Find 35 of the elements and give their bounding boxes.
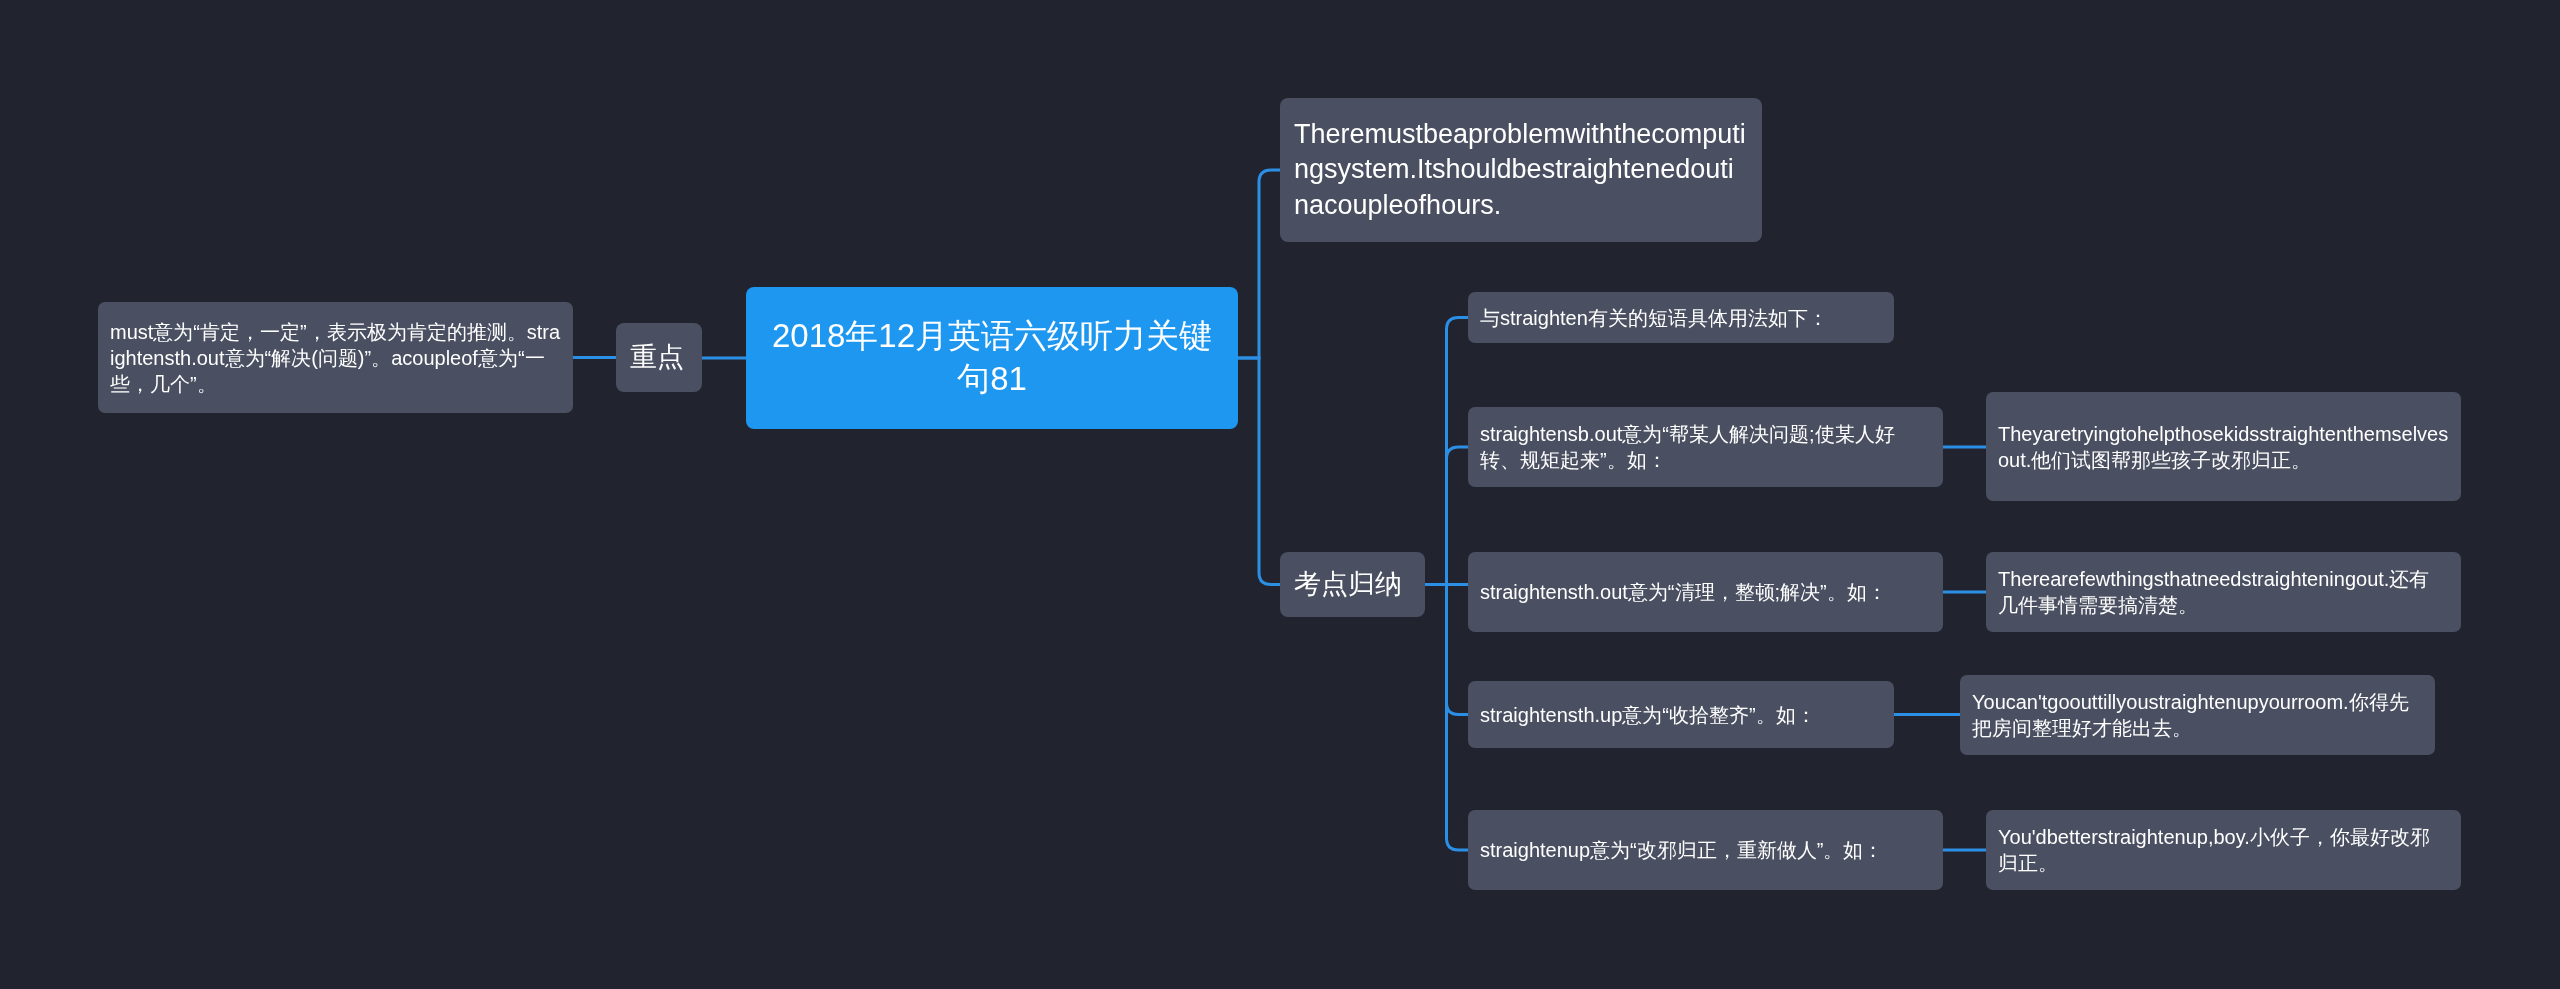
node-box — [1986, 552, 2461, 632]
node-box — [616, 323, 702, 392]
node-text: 重点 — [630, 340, 685, 374]
connector-line — [702, 356, 746, 360]
node-box — [1468, 552, 1943, 632]
node-box — [1986, 810, 2461, 890]
node-text: must意为“肯定，一定”，表示极为肯定的推测。straightensth.out意为“解决(问题)”。acoupleof意为“一些，几个”。 — [110, 319, 561, 397]
node-box — [1280, 98, 1762, 242]
node-text: straightenup意为“改邪归正，重新做人”。如： — [1480, 838, 1885, 863]
node-text: straightensth.up意为“收拾整齐”。如： — [1480, 702, 1817, 728]
node-text: 2018年12月英语六级听力关键句81 — [770, 316, 1214, 399]
node-text: Youcan'tgoouttillyoustraightenupyourroom.你得先把房间整理好才能出去。 — [1972, 690, 2410, 741]
node-text: straightensth.out意为“清理，整顿;解决”。如： — [1480, 580, 1888, 605]
node-text: straightensb.out意为“帮某人解决问题;使某人好转、规矩起来”。如： — [1480, 422, 1896, 473]
node-box — [1960, 675, 2435, 755]
connector-line — [1894, 713, 1960, 716]
node-text: You'dbetterstraightenup,boy.小伙子，你最好改邪归正。 — [1998, 825, 2431, 876]
node-text: Theyaretryingtohelpthosekidsstraightenthemselvesout.他们试图帮那些孩子改邪归正。 — [1998, 421, 2449, 473]
node-text: 考点归纳 — [1294, 567, 1403, 601]
node-box — [1280, 552, 1425, 617]
connector-line — [573, 356, 616, 359]
node-text: Therearefewthingsthatneedstraighteningout.还有几件事情需要搞清楚。 — [1998, 567, 2431, 618]
node-box — [98, 302, 573, 413]
node-box — [1468, 810, 1943, 890]
node-box — [1468, 681, 1894, 748]
connector-line — [1943, 848, 1986, 852]
connector-line — [1943, 590, 1986, 594]
node-box — [1468, 292, 1894, 343]
node-text: 与straighten有关的短语具体用法如下： — [1480, 305, 1829, 331]
node-box — [1986, 392, 2461, 501]
node-text: Theremustbeaproblemwiththecomputingsystem.Itshouldbestraightenedoutinacoupleofhours. — [1294, 118, 1747, 222]
connector-line — [1943, 445, 1986, 449]
connector-line — [1238, 356, 1280, 586]
node-box — [1468, 407, 1943, 487]
topic-box — [746, 287, 1238, 429]
